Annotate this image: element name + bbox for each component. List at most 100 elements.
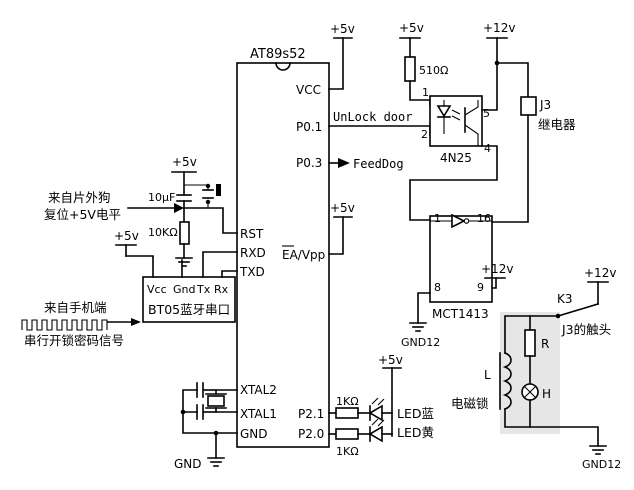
pin-p20: P2.0 — [298, 427, 324, 441]
lock-resistor — [524, 329, 536, 357]
unlock-wire — [328, 125, 431, 136]
lamp-label: H — [542, 387, 551, 401]
opto-pin5: 5 — [483, 107, 490, 120]
pin-ea: EA/Vpp — [282, 248, 325, 262]
phone-arrow — [131, 318, 141, 326]
pin-xtal2: XTAL2 — [240, 383, 277, 397]
mct-pin1: 1 — [434, 212, 441, 225]
relay-bottom-wire — [491, 114, 529, 223]
opto-supply-label: +5v — [399, 21, 424, 35]
bt-supply-label: +5v — [114, 229, 139, 243]
relay-top-wire — [496, 62, 529, 98]
inductor-coil — [502, 351, 512, 411]
vcc-wire — [328, 37, 344, 90]
watchdog-arrow — [174, 203, 184, 213]
led-blue-ray-2 — [377, 398, 385, 406]
crystal — [207, 395, 225, 407]
inductor-label: L — [484, 368, 491, 382]
watchdog-label-1: 来自片外狗 — [48, 190, 111, 205]
res-510-label: 510Ω — [419, 64, 448, 77]
bt-rx-wire — [221, 270, 238, 278]
btn-wire-bottom — [184, 202, 209, 209]
ea-wire — [328, 216, 344, 255]
ea-supply-label: +5v — [330, 201, 355, 215]
relay-supply-label: +12v — [483, 21, 515, 35]
opto-4n25 — [429, 95, 483, 147]
pin-vcc: VCC — [296, 83, 321, 97]
pin-rst: RST — [240, 227, 264, 241]
k3-contact-label: J3的触头 — [561, 322, 611, 337]
rst-pin-wire — [183, 207, 238, 234]
pin-p01: P0.1 — [296, 120, 322, 134]
pin-p21: P2.1 — [298, 407, 324, 421]
bt-vcc: Vcc — [147, 283, 167, 296]
bt-rx: Rx — [214, 283, 229, 296]
opto-transistor-emitter — [464, 124, 479, 146]
mcu-chip — [236, 62, 330, 448]
mcu-label: AT89s52 — [250, 47, 306, 62]
feeddog-arrow — [338, 158, 350, 168]
led-blue-icon — [368, 404, 383, 422]
mct-pin9-wire — [491, 277, 497, 289]
rst-supply-label: +5v — [172, 155, 197, 169]
bt-gnd: Gnd — [173, 283, 195, 296]
lamp-cross-2 — [523, 385, 537, 399]
res-1k-b-label: 1KΩ — [336, 445, 359, 458]
led-yellow-icon — [368, 425, 383, 443]
mct-pin8-wire — [417, 292, 431, 324]
res-1k-a — [335, 407, 359, 419]
gnd-bus — [182, 411, 238, 434]
cap-label: 10μF — [148, 191, 175, 204]
lock-bottom-wire-a — [504, 408, 531, 428]
pin-rxd: RXD — [240, 246, 266, 260]
res-1k-a-label: 1KΩ — [336, 395, 359, 408]
btn-node-top — [205, 183, 211, 189]
k3-blade — [557, 303, 599, 317]
opto-ray-2 — [451, 115, 461, 121]
phone-label-1: 来自手机端 — [44, 300, 107, 315]
serial-waveform-icon — [21, 319, 108, 331]
bt-tx: Tx — [196, 283, 211, 296]
mct-pin9: 9 — [477, 281, 484, 294]
led-blue-ray-1 — [371, 397, 379, 405]
pin-p03: P0.3 — [296, 156, 322, 170]
led-yellow-ray-2 — [377, 419, 385, 427]
mct-inverter-bubble — [463, 218, 470, 224]
led-yellow-ray-1 — [371, 418, 379, 426]
relay-coil — [520, 96, 537, 116]
bt-tx-wire — [202, 251, 238, 278]
node-caps — [180, 409, 186, 415]
led-blue-label: LED蓝 — [397, 406, 434, 421]
opto-pin4-wire — [409, 145, 498, 221]
phone-label-2: 串行开锁密码信号 — [24, 333, 124, 348]
lock-label: 电磁锁 — [451, 396, 489, 411]
opto-pin2: 2 — [421, 128, 428, 141]
gnd-label: GND — [174, 457, 202, 471]
mct1413-chip — [429, 215, 493, 303]
opto-label: 4N25 — [440, 151, 472, 165]
j3-label: J3 — [539, 98, 551, 112]
rst-resistor — [179, 221, 190, 245]
res-1k-b — [335, 428, 359, 440]
r-label: R — [541, 337, 549, 351]
mct-pin16: 16 — [477, 212, 491, 225]
mct-pin8: 8 — [434, 281, 441, 294]
pin-gnd: GND — [240, 427, 268, 441]
relay-label: 继电器 — [538, 117, 576, 132]
led-yellow-label: LED黄 — [397, 425, 434, 440]
unlock-label: UnLock door — [333, 110, 412, 124]
mct-label: MCT1413 — [432, 307, 489, 321]
pin-xtal1: XTAL1 — [240, 407, 277, 421]
caps-common-wire — [182, 389, 198, 413]
bt-vcc-wire — [125, 255, 154, 278]
gnd12-a-label: GND12 — [401, 336, 440, 349]
watchdog-label-2: 复位+5V电平 — [44, 207, 121, 222]
led-supply-label: +5v — [378, 353, 403, 367]
bt-name: BT05蓝牙串口 — [148, 302, 230, 317]
lock-top-wire — [504, 315, 559, 354]
feeddog-label: FeedDog — [353, 157, 404, 171]
res-rst-label: 10KΩ — [148, 226, 178, 239]
mcu-notch — [275, 62, 291, 71]
